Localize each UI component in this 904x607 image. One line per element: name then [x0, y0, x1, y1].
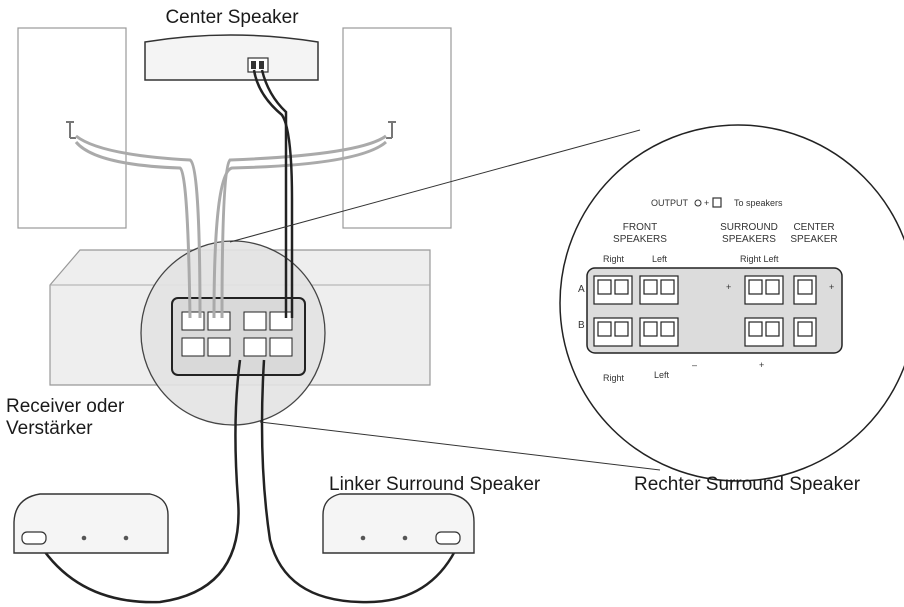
- surround-speaker-wires: [38, 359, 460, 604]
- front-right-bottom-label: Right: [603, 373, 625, 383]
- front-right-top-label: Right: [603, 254, 625, 264]
- minus-label: –: [692, 360, 697, 370]
- svg-text:+: +: [704, 198, 709, 208]
- surround-plus-label: +: [726, 282, 731, 292]
- front-label-1: FRONT: [623, 222, 657, 233]
- receiver-label-line2: Verstärker: [6, 418, 93, 439]
- center-label-1: CENTER: [793, 222, 834, 233]
- row-b-label: B: [578, 320, 585, 331]
- to-speakers-label: To speakers: [734, 198, 783, 208]
- front-speaker-wires: [74, 134, 387, 319]
- center-speaker: [144, 34, 319, 81]
- surround-plus-bottom-label: +: [759, 360, 764, 370]
- front-left-bottom-label: Left: [654, 370, 670, 380]
- center-label-2: SPEAKER: [790, 234, 837, 245]
- receiver-label-line1: Receiver oder: [6, 396, 125, 417]
- row-a-label: A: [578, 284, 585, 295]
- left-surround-speaker: [13, 493, 169, 554]
- left-front-speaker: [17, 27, 127, 229]
- center-plus-label: +: [829, 282, 834, 292]
- front-label-2: SPEAKERS: [613, 234, 667, 245]
- surround-label-1: SURROUND: [720, 222, 778, 233]
- output-label: OUTPUT: [651, 198, 689, 208]
- zoom-callout-lines: [229, 129, 661, 471]
- left-surround-label: Linker Surround Speaker: [329, 474, 541, 495]
- right-front-speaker: [342, 27, 452, 229]
- surround-right-left-label: Right Left: [740, 254, 779, 264]
- center-speaker-wire: [252, 69, 294, 318]
- front-left-top-label: Left: [652, 254, 668, 264]
- center-speaker-label: Center Speaker: [165, 7, 299, 28]
- right-surround-label: Rechter Surround Speaker: [634, 474, 861, 495]
- surround-label-2: SPEAKERS: [722, 234, 776, 245]
- right-surround-speaker: [322, 493, 475, 554]
